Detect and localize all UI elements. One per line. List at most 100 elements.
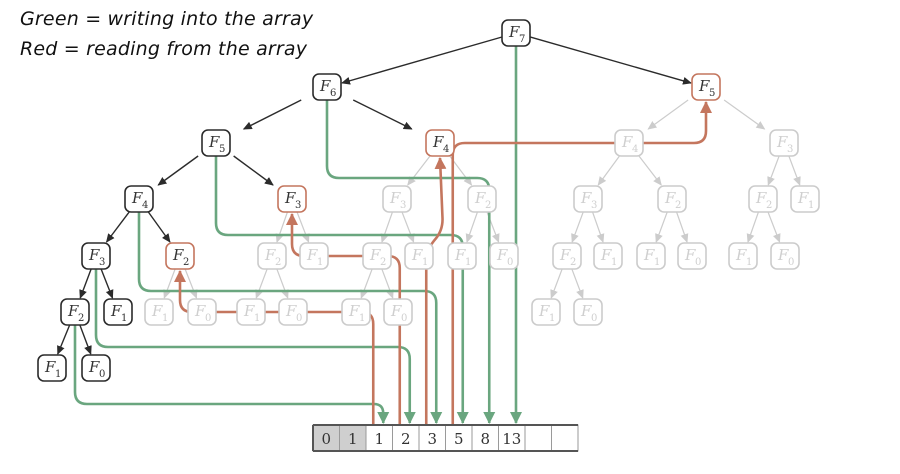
write-flow-n6 <box>325 100 496 424</box>
tree-edge <box>147 211 171 243</box>
node-label: F <box>88 246 100 264</box>
node-box <box>552 242 582 270</box>
tree-edge <box>571 211 584 243</box>
node-label: F <box>454 246 466 264</box>
node-label: F <box>285 302 297 320</box>
node-label: F <box>44 358 56 376</box>
tree-edge <box>381 268 394 299</box>
node-subscript: 0 <box>99 369 105 380</box>
node-subscript: 3 <box>591 200 597 211</box>
tree-edge <box>100 268 114 299</box>
node-subscript: 1 <box>254 313 260 324</box>
node-subscript: 4 <box>632 144 638 155</box>
node-subscript: 2 <box>380 257 386 268</box>
node-subscript: 1 <box>465 257 471 268</box>
node-box <box>201 129 231 157</box>
node-box <box>425 129 455 157</box>
node-box <box>573 185 603 213</box>
node-label: F <box>110 302 122 320</box>
node-subscript: 7 <box>519 34 525 45</box>
tree-edge <box>746 211 760 243</box>
tree-edge <box>79 324 92 355</box>
write-flow-n2 <box>73 325 390 424</box>
node-subscript: 6 <box>330 88 336 99</box>
array-cell-5: 5 <box>445 424 473 452</box>
tree-edge <box>352 99 413 130</box>
array-cell-1: 1 <box>339 424 367 452</box>
node-box <box>593 242 623 270</box>
node-subscript: 2 <box>275 257 281 268</box>
array-cell-4: 3 <box>418 424 446 452</box>
node-label: F <box>777 246 789 264</box>
node-box <box>299 242 329 270</box>
tree-edge <box>255 268 268 299</box>
node-box <box>362 242 392 270</box>
node-subscript: 0 <box>205 313 211 324</box>
node-box <box>489 242 519 270</box>
node-subscript: 2 <box>485 200 491 211</box>
node-box <box>748 185 778 213</box>
node-subscript: 1 <box>55 369 61 380</box>
node-subscript: 3 <box>99 257 105 268</box>
tree-edge <box>550 268 563 299</box>
node-subscript: 0 <box>695 257 701 268</box>
tree-edge <box>233 155 274 186</box>
node-subscript: 5 <box>709 88 715 99</box>
node-box <box>37 354 67 382</box>
tree-edge <box>675 211 689 243</box>
node-label: F <box>389 189 401 207</box>
tree-edge <box>360 268 373 299</box>
tree-edge <box>79 268 92 299</box>
tree-edge <box>465 211 479 243</box>
node-label: F <box>390 302 402 320</box>
node-box <box>277 185 307 213</box>
write-flow-n5 <box>214 156 469 424</box>
tree-edge <box>157 155 199 186</box>
node-label: F <box>194 302 206 320</box>
node-subscript: 2 <box>183 257 189 268</box>
node-subscript: 3 <box>787 144 793 155</box>
tree-edge <box>57 324 71 355</box>
array-cell-6: 8 <box>471 424 499 452</box>
node-subscript: 4 <box>443 144 449 155</box>
node-label: F <box>131 189 143 207</box>
node-subscript: 2 <box>766 200 772 211</box>
tree-edge <box>296 211 310 243</box>
tree-edge <box>341 36 503 85</box>
node-label: F <box>755 189 767 207</box>
node-box <box>257 242 287 270</box>
node-box <box>312 73 342 101</box>
cell-value: 2 <box>401 430 411 448</box>
node-box <box>657 185 687 213</box>
node-label: F <box>508 23 520 41</box>
node-label: F <box>348 302 360 320</box>
node-box <box>278 298 308 326</box>
node-label: F <box>621 133 633 151</box>
tree-edge <box>647 99 689 130</box>
node-label: F <box>496 246 508 264</box>
node-label: F <box>411 246 423 264</box>
node-subscript: 4 <box>142 200 148 211</box>
tree-edge <box>184 268 198 299</box>
node-label: F <box>432 133 444 151</box>
cell-value: 13 <box>502 430 521 448</box>
write-flow-n4 <box>137 212 443 424</box>
node-subscript: 1 <box>121 313 127 324</box>
node-box <box>404 242 434 270</box>
tree-edge <box>401 211 415 243</box>
